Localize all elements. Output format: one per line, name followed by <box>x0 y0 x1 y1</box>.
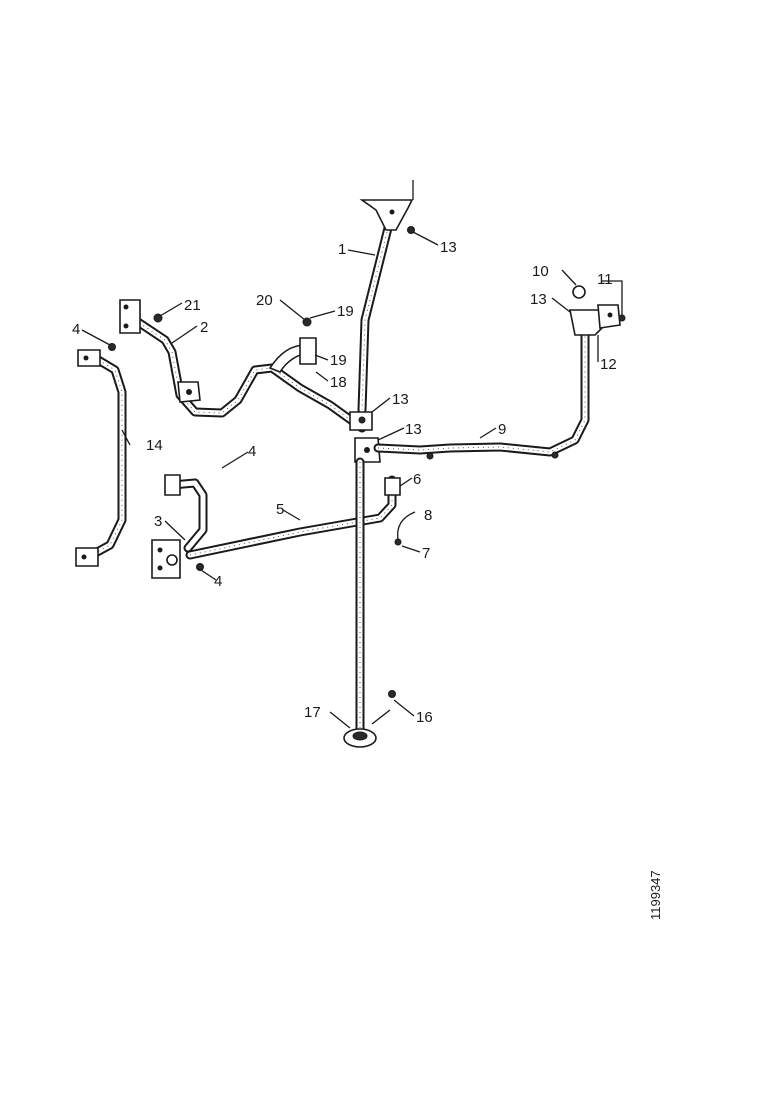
part-8-clamp <box>394 511 416 546</box>
callout-20: 20 <box>256 292 273 309</box>
callout-1: 1 <box>338 241 346 258</box>
callout-4-lower: 4 <box>214 573 222 590</box>
callout-2: 2 <box>200 319 208 336</box>
part-2-clamp <box>177 381 201 403</box>
part-9-pipe <box>373 325 590 457</box>
callout-labels: 1 13 21 2 4 20 19 19 18 13 13 9 10 11 13… <box>72 239 617 726</box>
callout-13-right: 13 <box>530 291 547 308</box>
part-2-pipe <box>130 315 367 433</box>
part-13-valve-body <box>569 304 621 336</box>
part-10-cap <box>572 285 586 299</box>
part-3-pipe <box>167 478 208 553</box>
bolt-13-top <box>407 226 415 234</box>
part-21-left-bracket <box>119 299 163 334</box>
callout-10: 10 <box>532 263 549 280</box>
bolt-4-left <box>108 343 116 351</box>
callout-13-top: 13 <box>440 239 457 256</box>
leader-lines <box>81 231 599 729</box>
reference-number: 1199347 <box>648 870 663 920</box>
part-9-clamp <box>426 451 559 460</box>
callout-3: 3 <box>154 513 162 530</box>
callout-7: 7 <box>422 545 430 562</box>
part-17-fitting <box>343 728 377 748</box>
callout-8: 8 <box>424 507 432 524</box>
callout-9: 9 <box>498 421 506 438</box>
part-14-top-end <box>77 349 101 367</box>
callout-4-mid: 4 <box>248 443 256 460</box>
callout-17: 17 <box>304 704 321 721</box>
callout-13-mid-upper: 13 <box>392 391 409 408</box>
callout-19: 19 <box>337 303 354 320</box>
callout-10-upper: 19 <box>330 352 347 369</box>
part-11-bracket <box>602 280 626 322</box>
callout-4-left: 4 <box>72 321 80 338</box>
part-16-bolt <box>388 690 396 698</box>
center-junction <box>349 411 381 463</box>
part-1-pipe <box>357 203 398 415</box>
callout-13-mid: 13 <box>405 421 422 438</box>
part-5-pipe <box>185 475 397 560</box>
part-1-top-bracket <box>359 180 414 231</box>
callout-16: 16 <box>416 709 433 726</box>
part-3-top-fitting <box>164 474 181 496</box>
part-3-bracket <box>151 539 181 579</box>
callout-6: 6 <box>413 471 421 488</box>
callout-21: 21 <box>184 297 201 314</box>
callout-12: 12 <box>600 356 617 373</box>
callout-11: 11 <box>597 271 613 288</box>
part-14-pipe <box>83 350 127 562</box>
part-14-bottom-end <box>75 547 99 567</box>
callout-5: 5 <box>276 501 284 518</box>
part-6-connector <box>384 477 401 496</box>
callout-14: 14 <box>146 437 163 454</box>
callout-18: 18 <box>330 374 347 391</box>
part-18-19-clip <box>268 337 317 373</box>
